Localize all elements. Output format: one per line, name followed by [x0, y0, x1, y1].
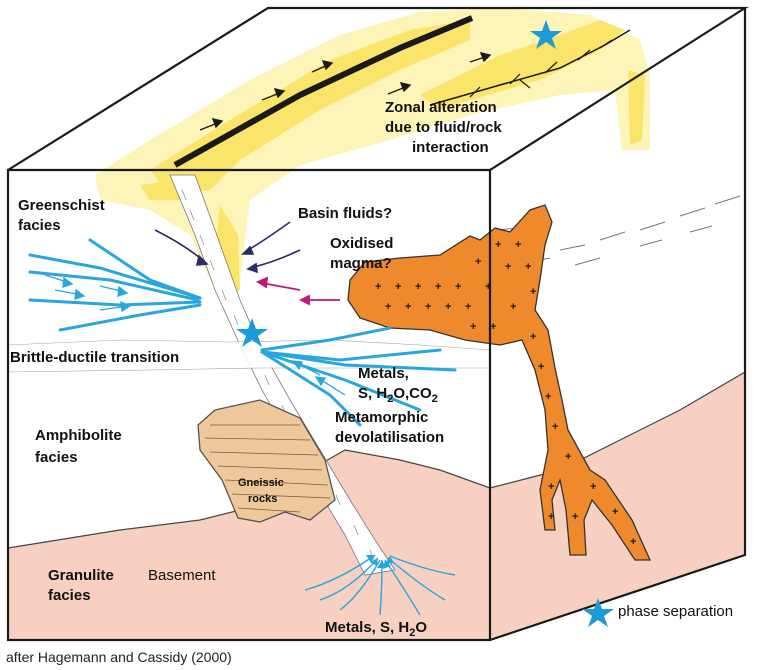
basement-label: Basement — [148, 567, 216, 584]
metamorphic-fluid-arrows — [291, 360, 346, 396]
svg-text:+: + — [530, 286, 536, 298]
svg-text:+: + — [375, 281, 381, 293]
svg-text:+: + — [485, 281, 491, 293]
basin-fluids-label: Basin fluids? — [298, 205, 392, 222]
basement-front — [8, 450, 490, 640]
svg-text:+: + — [545, 391, 551, 403]
metamorphic-devolatilisation-label: Metamorphic devolatilisation — [335, 409, 444, 446]
granulite-facies-label: Granulite facies — [48, 567, 118, 604]
phase-separation-star-top — [530, 20, 562, 49]
svg-text:+: + — [470, 321, 476, 333]
phase-separation-star-fault — [236, 318, 268, 347]
svg-text:+: + — [530, 331, 536, 343]
main-fault-vein — [173, 15, 474, 168]
svg-text:+: + — [435, 281, 441, 293]
svg-text:+: + — [548, 481, 554, 493]
svg-text:+: + — [565, 451, 571, 463]
brittle-ductile-transition-label: Brittle-ductile transition — [10, 349, 179, 366]
metals-volatiles-label-lower: Metals, S, H2O — [325, 619, 427, 639]
svg-text:+: + — [525, 261, 531, 273]
svg-text:+: + — [475, 256, 481, 268]
svg-text:+: + — [548, 511, 554, 523]
branch-ticks — [469, 39, 613, 98]
svg-text:+: + — [495, 239, 501, 251]
zonal-alteration-halo — [95, 8, 650, 300]
svg-text:+: + — [612, 506, 618, 518]
source-credit: after Hagemann and Cassidy (2000) — [6, 649, 232, 665]
magmatic-fluid-arrows — [256, 276, 340, 306]
svg-text:+: + — [445, 301, 451, 313]
greenschist-fluid-paths — [28, 238, 202, 332]
svg-text:+: + — [505, 261, 511, 273]
metamorphic-fluid-paths — [260, 326, 457, 427]
zonal-alteration-label: Zonal alteration due to fluid/rock inter… — [385, 99, 506, 156]
svg-text:+: + — [572, 511, 578, 523]
basement-fluid-arrowheads — [366, 555, 394, 569]
phase-separation-legend-star — [582, 598, 614, 627]
svg-text:+: + — [465, 301, 471, 313]
svg-text:+: + — [590, 481, 596, 493]
greenschist-facies-label: Greenschist facies — [18, 197, 109, 234]
amphibolite-facies-label: Amphibolite facies — [35, 427, 126, 466]
svg-text:+: + — [425, 301, 431, 313]
oxidised-magma-body — [347, 204, 652, 561]
branch-vein — [429, 29, 631, 106]
metals-volatiles-label-upper: Metals, S, H2O,CO2 — [358, 365, 438, 405]
gneissic-rocks-body — [197, 399, 336, 523]
greenschist-fluid-arrows — [44, 274, 132, 313]
basement-boundary — [7, 371, 746, 549]
gneissic-rocks-label: Gneissic rocks — [238, 477, 287, 505]
block-outline — [6, 6, 749, 642]
basin-fluid-arrows — [154, 221, 301, 274]
svg-text:+: + — [538, 361, 544, 373]
oxidised-magma-label: Oxidised magma? — [330, 235, 398, 272]
svg-text:+: + — [385, 301, 391, 313]
svg-text:+: + — [455, 281, 461, 293]
svg-text:+: + — [415, 281, 421, 293]
svg-text:+: + — [490, 321, 496, 333]
phase-separation-legend-label: phase separation — [618, 603, 733, 620]
flow-arrows-top — [199, 52, 492, 131]
svg-text:+: + — [510, 301, 516, 313]
svg-text:+: + — [405, 301, 411, 313]
svg-text:+: + — [515, 239, 521, 251]
magma-texture: + + + + + + + + + + + + + + + + + + + + + + + + + + + + + + + — [375, 239, 636, 548]
svg-text:+: + — [630, 536, 636, 548]
svg-text:+: + — [395, 281, 401, 293]
svg-text:+: + — [552, 421, 558, 433]
